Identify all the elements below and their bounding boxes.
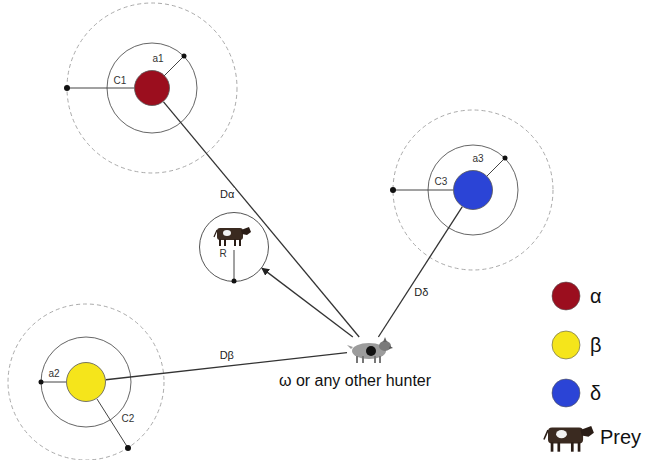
delta-wolf-shape bbox=[453, 170, 493, 210]
cow-head bbox=[241, 227, 251, 235]
legend-swatch bbox=[552, 331, 580, 359]
cow-leg bbox=[571, 442, 574, 451]
wolf-leg bbox=[379, 356, 381, 363]
wolf-leg bbox=[362, 356, 364, 363]
coefficient-label: C2 bbox=[122, 413, 135, 424]
wolf-dot bbox=[454, 171, 493, 210]
position-label: a1 bbox=[152, 53, 163, 64]
coefficient-label: C1 bbox=[114, 75, 127, 86]
distance-label: Dδ bbox=[413, 286, 429, 298]
wolf-position bbox=[366, 346, 376, 356]
ring-point bbox=[125, 445, 131, 451]
legend-label: δ bbox=[590, 382, 601, 404]
wolf-leg bbox=[356, 356, 358, 363]
wolf-dot bbox=[67, 363, 106, 402]
delta-wolf: a3C3 bbox=[453, 170, 493, 210]
legend-swatch bbox=[551, 281, 581, 311]
outer-ring bbox=[393, 110, 553, 270]
cow-icon bbox=[214, 227, 251, 246]
alpha-wolf: a1C1 bbox=[134, 70, 170, 106]
prey-circle-shape bbox=[199, 212, 269, 282]
position-label: a3 bbox=[472, 153, 483, 164]
beta-wolf-shape bbox=[66, 362, 106, 402]
distance-line bbox=[164, 102, 360, 337]
distance-label: Dα bbox=[219, 188, 235, 200]
radius-line bbox=[487, 158, 505, 176]
radius-line bbox=[97, 399, 128, 448]
outer-ring bbox=[67, 3, 237, 173]
cow-icon bbox=[544, 426, 594, 452]
legend-swatch bbox=[551, 330, 581, 360]
legend-swatch bbox=[551, 378, 581, 408]
radius-line bbox=[393, 190, 453, 191]
prey-ring bbox=[200, 213, 269, 282]
cow-leg bbox=[239, 239, 241, 246]
cow-tail bbox=[544, 430, 548, 439]
cow-leg bbox=[578, 442, 581, 451]
cow-patch bbox=[223, 230, 231, 236]
ring-point bbox=[232, 279, 237, 284]
wolf-head bbox=[379, 341, 391, 351]
cow-body bbox=[217, 228, 243, 240]
legend-icon bbox=[540, 420, 596, 454]
coefficient-label: C3 bbox=[435, 176, 448, 187]
cow-leg bbox=[224, 239, 226, 246]
wolf-snout bbox=[389, 346, 393, 349]
distance-label: Dβ bbox=[219, 349, 235, 361]
cow-body bbox=[548, 427, 583, 443]
omega-wolf: ω or any other hunter bbox=[347, 337, 393, 363]
outer-ring bbox=[8, 304, 164, 460]
cow-leg bbox=[551, 442, 554, 451]
legend-label: Prey bbox=[600, 426, 641, 448]
cow-leg bbox=[557, 442, 560, 451]
radius-label: R bbox=[219, 248, 226, 259]
ring-point bbox=[64, 85, 70, 91]
alpha-wolf-shape bbox=[134, 70, 170, 106]
attack-arrow bbox=[262, 268, 353, 337]
beta-wolf: a2C2 bbox=[66, 362, 106, 402]
radius-line bbox=[164, 56, 184, 76]
cow-head bbox=[580, 426, 594, 437]
prey-circle: R bbox=[199, 212, 269, 282]
legend-label: α bbox=[590, 285, 602, 307]
wolf-dot bbox=[135, 71, 170, 106]
legend-swatch bbox=[552, 282, 580, 310]
distance-line bbox=[378, 207, 462, 337]
inner-ring bbox=[41, 337, 131, 427]
cow-leg bbox=[219, 239, 221, 246]
cow-tail bbox=[214, 230, 217, 237]
hunter-label: ω or any other hunter bbox=[279, 372, 431, 390]
radius-line bbox=[67, 88, 134, 89]
wolf-leg bbox=[374, 356, 376, 363]
ring-point bbox=[182, 54, 187, 59]
wolf-icon bbox=[347, 337, 393, 363]
legend-label: β bbox=[590, 334, 602, 356]
legend-swatch bbox=[552, 379, 580, 407]
ring-point bbox=[503, 156, 508, 161]
cow-patch bbox=[556, 430, 567, 438]
radius-line bbox=[234, 250, 235, 281]
wolf-tail bbox=[347, 345, 353, 349]
omega-wolf-shape bbox=[347, 337, 393, 363]
ring-point bbox=[390, 187, 396, 193]
radius-line bbox=[41, 382, 66, 383]
cow-leg bbox=[234, 239, 236, 246]
wolf-ear bbox=[383, 337, 387, 342]
position-label: a2 bbox=[48, 368, 59, 379]
ring-point bbox=[39, 380, 44, 385]
